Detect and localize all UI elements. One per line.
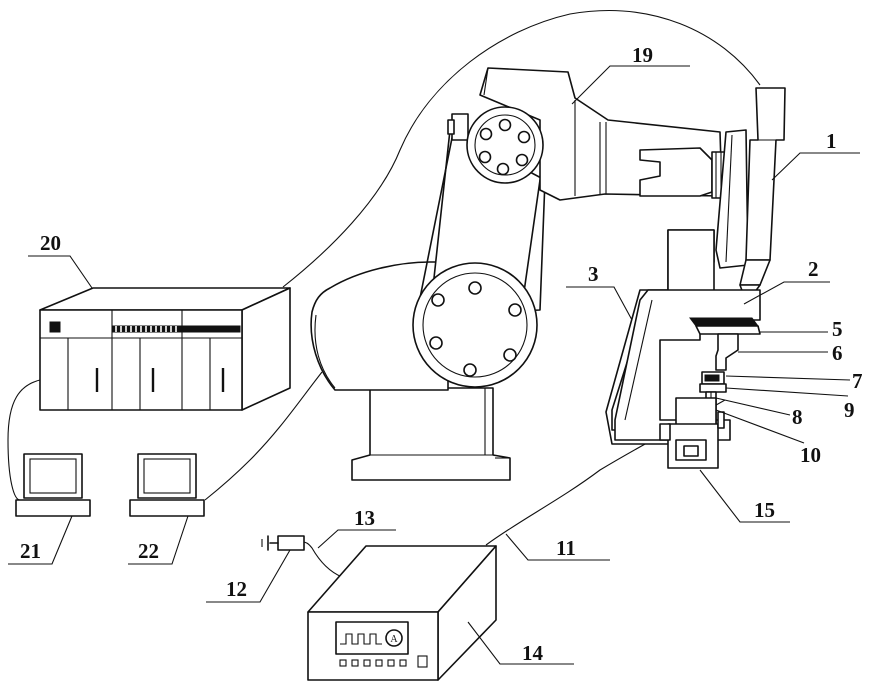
label-14: 14 <box>522 641 544 665</box>
label-11: 11 <box>556 536 576 560</box>
label-20: 20 <box>40 231 61 255</box>
robot-arm <box>311 68 726 480</box>
label-12: 12 <box>226 577 247 601</box>
ammeter-symbol: A <box>390 634 398 645</box>
label-21: 21 <box>20 539 41 563</box>
label-3: 3 <box>588 262 599 286</box>
cabinet-indicator-strip <box>112 326 240 332</box>
computer-22 <box>130 454 204 516</box>
label-13: 13 <box>354 506 375 530</box>
electrode-12 <box>262 536 304 550</box>
label-6: 6 <box>832 341 843 365</box>
control-cabinet <box>40 288 290 410</box>
label-2: 2 <box>808 257 819 281</box>
power-supply: A <box>308 546 496 680</box>
label-9: 9 <box>844 398 855 422</box>
label-1: 1 <box>826 129 837 153</box>
label-19: 19 <box>632 43 653 67</box>
torch-assembly <box>716 88 785 316</box>
label-22: 22 <box>138 539 159 563</box>
computer-21 <box>16 454 90 516</box>
cable-13 <box>302 542 342 577</box>
label-15: 15 <box>754 498 775 522</box>
label-10: 10 <box>800 443 821 467</box>
label-7: 7 <box>852 369 863 393</box>
label-8: 8 <box>792 405 803 429</box>
label-5: 5 <box>832 317 843 341</box>
